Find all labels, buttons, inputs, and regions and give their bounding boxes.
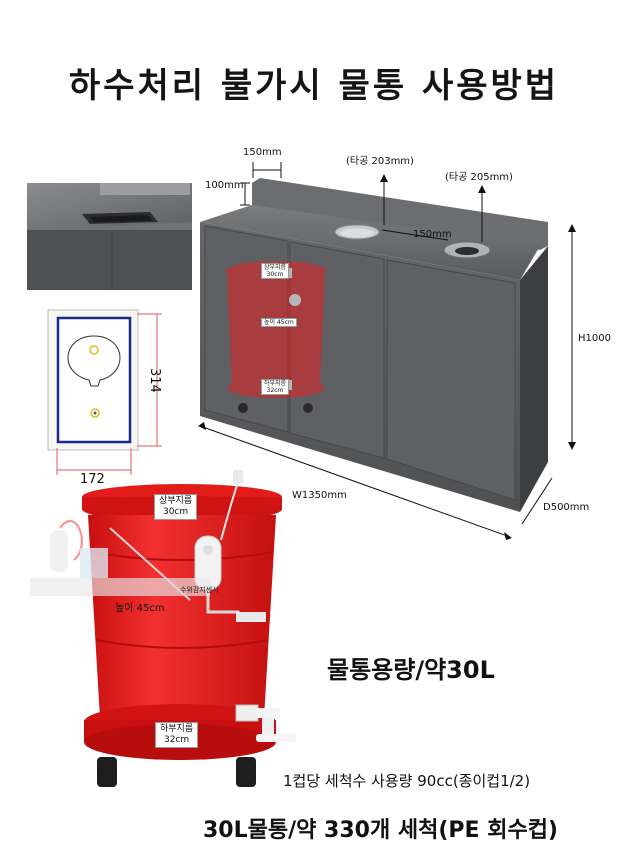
countertop-photo [27,183,192,290]
back-height-label: 100mm [205,180,244,191]
mini-bottom-diameter-tag: 하부지름 32cm [261,379,290,395]
plan-width-label: 172 [80,472,105,487]
wash-count-text: 30L물통/약 330개 세척(PE 회수컵) [203,818,558,843]
sensor-label: 수위감지센서 [180,586,219,594]
mini-top-diameter-tag: 상부지름 30cm [261,263,290,279]
plan-height-label: 314 [147,368,162,393]
cabinet [198,162,576,540]
height-tag: 높이 45cm [115,603,165,614]
plan-view [47,309,162,475]
depth-label: D500mm [543,502,590,513]
water-bucket [30,470,296,787]
capacity-text: 물통용량/약30L [327,656,495,684]
gap-label: 150mm [413,229,452,240]
height-label: H1000 [578,333,611,344]
hole2-label: (타공 205mm) [445,172,513,183]
width-label: W1350mm [292,490,347,501]
top-diameter-tag: 상부지름 30cm [154,494,198,520]
mini-height-tag: 높이 45cm [261,318,297,327]
page-title: 하수처리 불가시 물통 사용방법 [68,66,560,106]
bottom-diameter-tag: 하부지름 32cm [155,722,199,748]
hole1-label: (타공 203mm) [346,156,414,167]
back-width-label: 150mm [243,147,282,158]
usage-text: 1컵당 세척수 사용량 90cc(종이컵1/2) [283,772,531,790]
